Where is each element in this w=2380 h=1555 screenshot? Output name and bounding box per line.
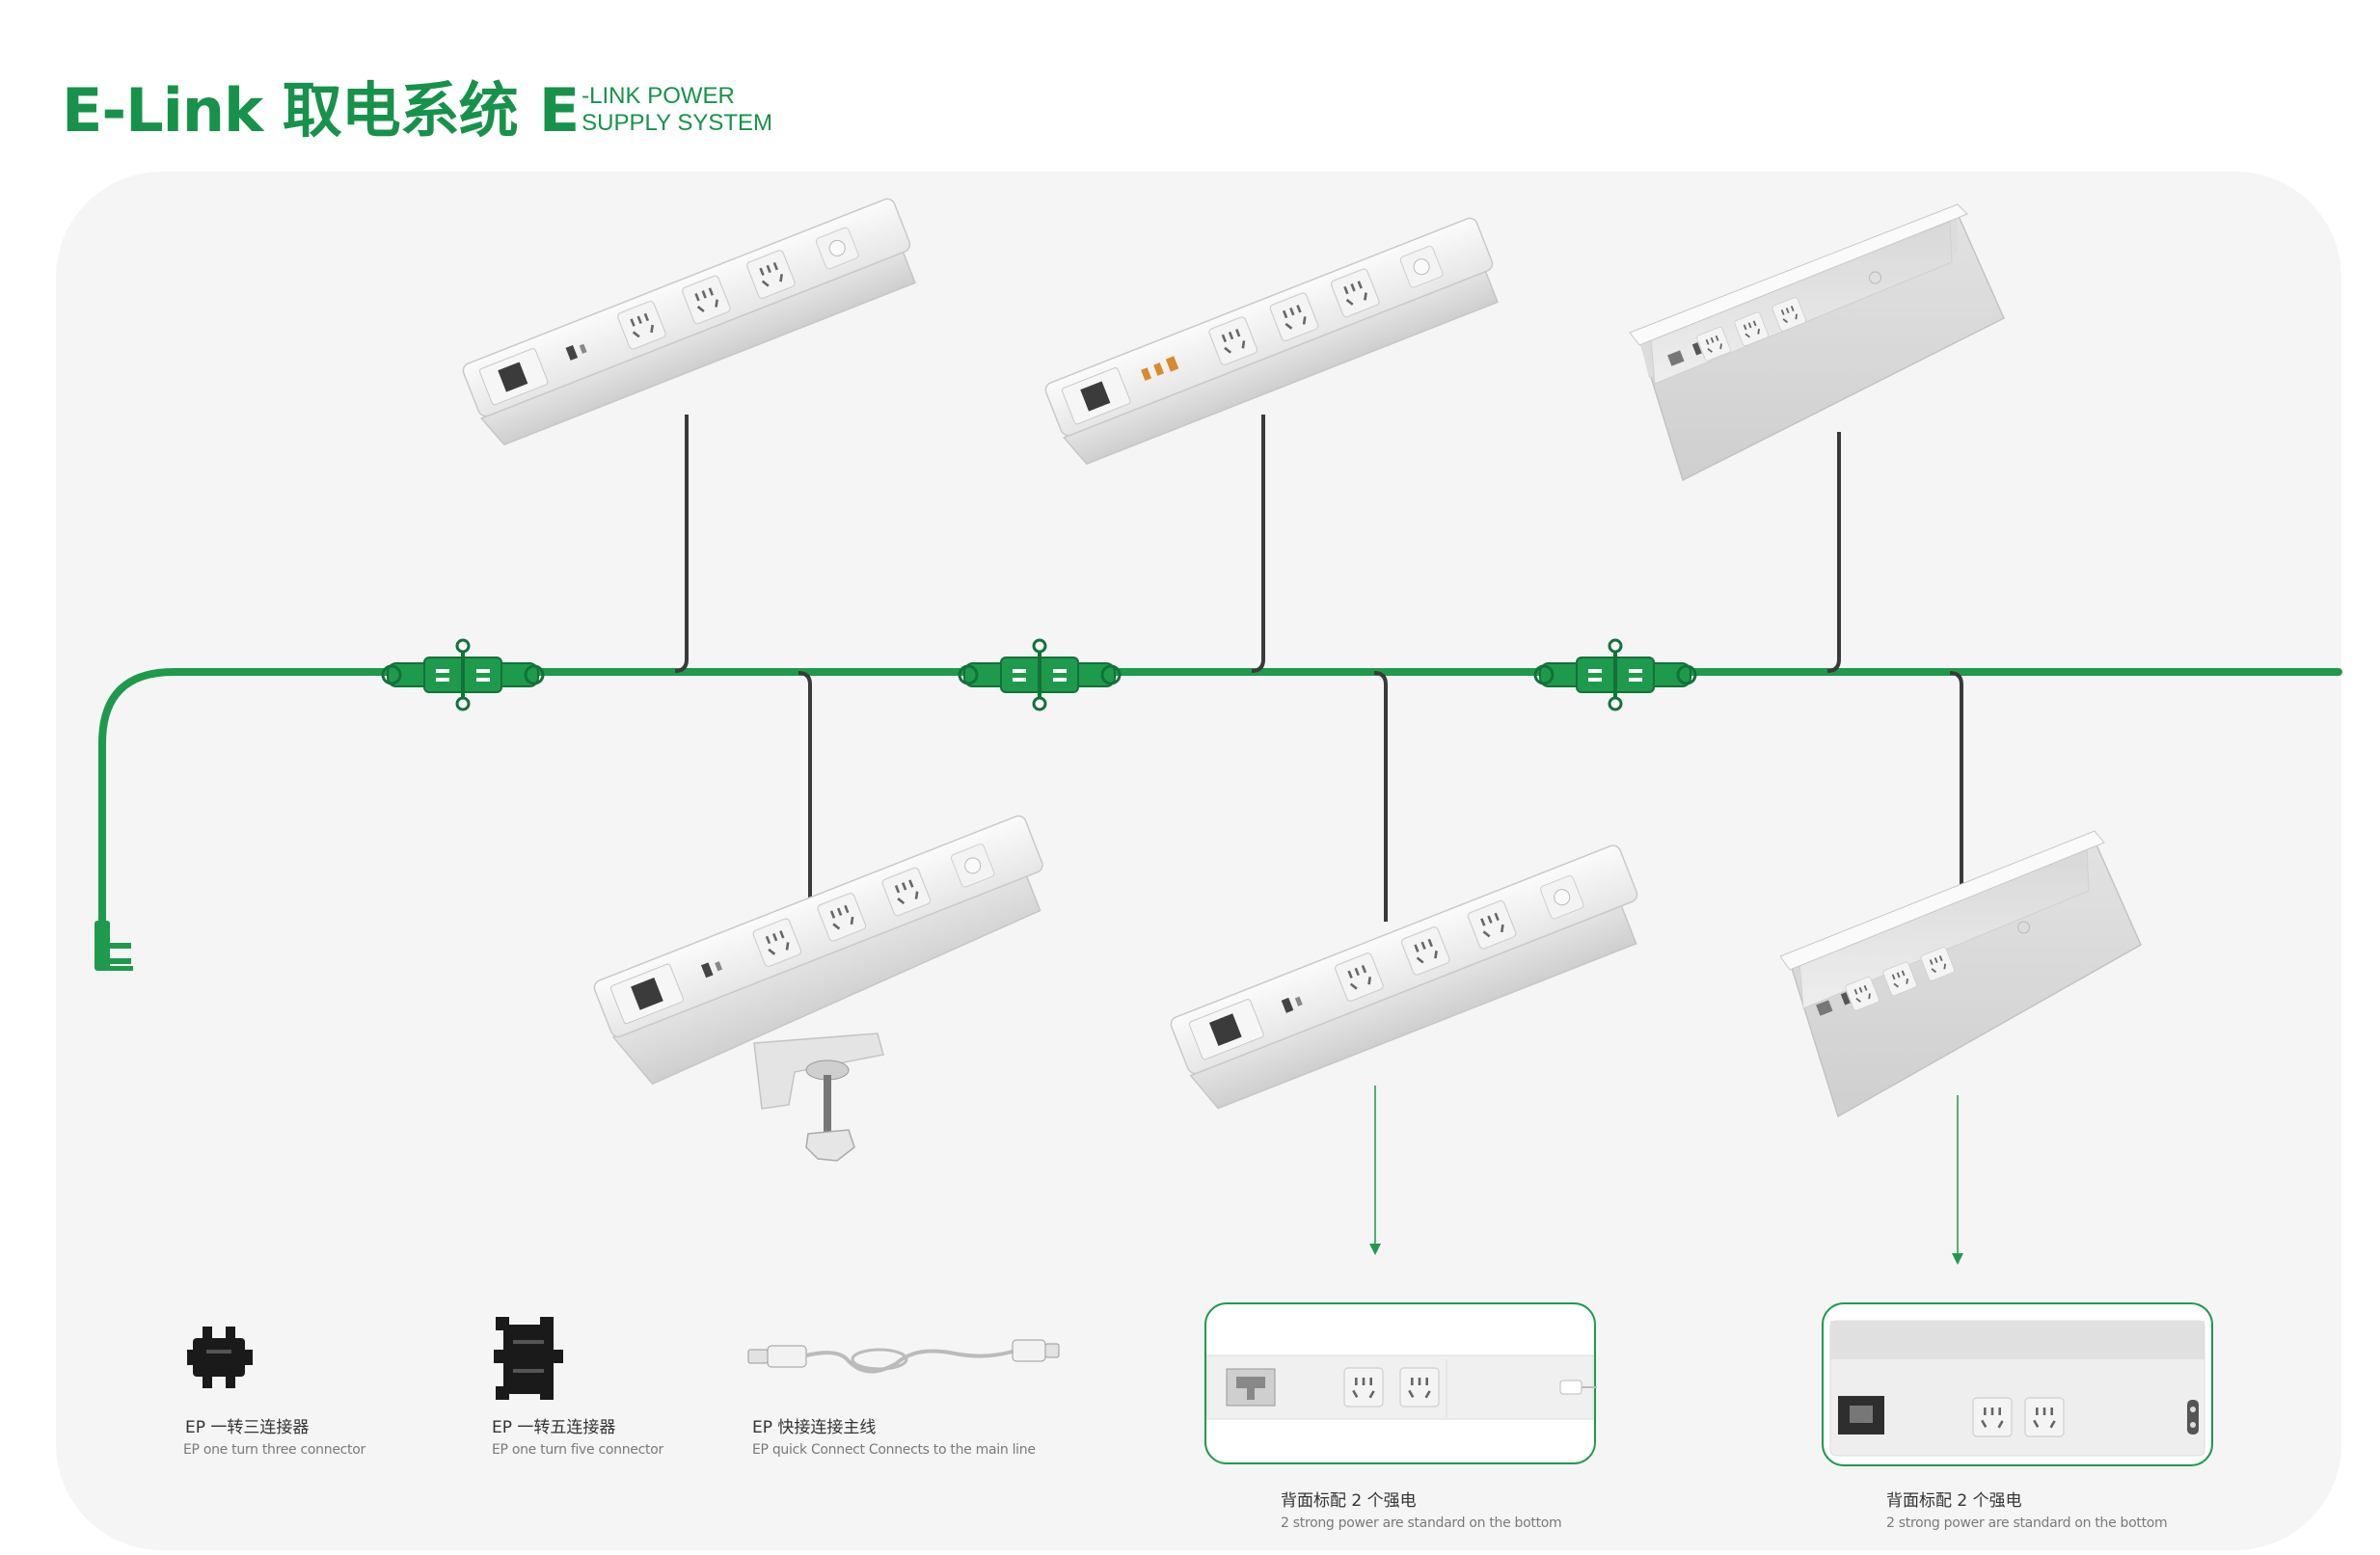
component-caption-en-1: EP one turn three connector (183, 1442, 365, 1458)
detail-arrow-2 (1952, 1095, 1963, 1265)
bottom-view-caption-cn-2: 背面标配 2 个强电 (1886, 1491, 2022, 1511)
power-strip-bottom-2 (1170, 845, 1638, 1110)
bottom-view-caption-cn-1: 背面标配 2 个强电 (1281, 1491, 1417, 1511)
page-title: E-Link 取电系统 E -LINK POWER SUPPLY SYSTEM (62, 64, 772, 141)
component-caption-cn-1: EP 一转三连接器 (185, 1418, 310, 1437)
power-box-bottom-3 (1779, 830, 2142, 1118)
power-strip-top-2 (1044, 217, 1499, 466)
power-box-top-3 (1629, 203, 2005, 482)
quick-connect-cable-icon (747, 1339, 1060, 1374)
power-plug-icon (95, 921, 133, 971)
component-caption-en-2: EP one turn five connector (492, 1442, 663, 1458)
component-caption-cn-3: EP 快接连接主线 (752, 1418, 877, 1437)
title-english: -LINK POWER SUPPLY SYSTEM (581, 83, 772, 137)
bottom-view-caption-en-2: 2 strong power are standard on the botto… (1886, 1515, 2168, 1531)
power-strip-bottom-1 (593, 815, 1043, 1162)
power-strip-top-1 (462, 198, 916, 446)
connector-3 (1533, 638, 1697, 711)
connector-1 (381, 638, 545, 711)
title-english-line1: -LINK POWER (581, 83, 735, 109)
branch-cables (674, 415, 1963, 922)
detail-arrow-1 (1369, 1086, 1381, 1255)
component-caption-cn-2: EP 一转五连接器 (492, 1418, 616, 1437)
desk-clamp (753, 1032, 884, 1162)
five-way-connector-icon (494, 1317, 563, 1400)
three-way-connector-icon (187, 1327, 253, 1388)
title-e-letter: E (538, 75, 581, 146)
title-chinese: E-Link 取电系统 (62, 75, 519, 146)
connector-2 (958, 638, 1122, 711)
bottom-view-strip (1204, 1302, 1597, 1464)
bottom-view-box (1822, 1302, 2213, 1466)
title-english-line2: SUPPLY SYSTEM (581, 110, 773, 136)
bottom-view-caption-en-1: 2 strong power are standard on the botto… (1281, 1515, 1562, 1531)
component-caption-en-3: EP quick Connect Connects to the main li… (752, 1442, 1036, 1458)
main-power-cable (98, 668, 2342, 925)
